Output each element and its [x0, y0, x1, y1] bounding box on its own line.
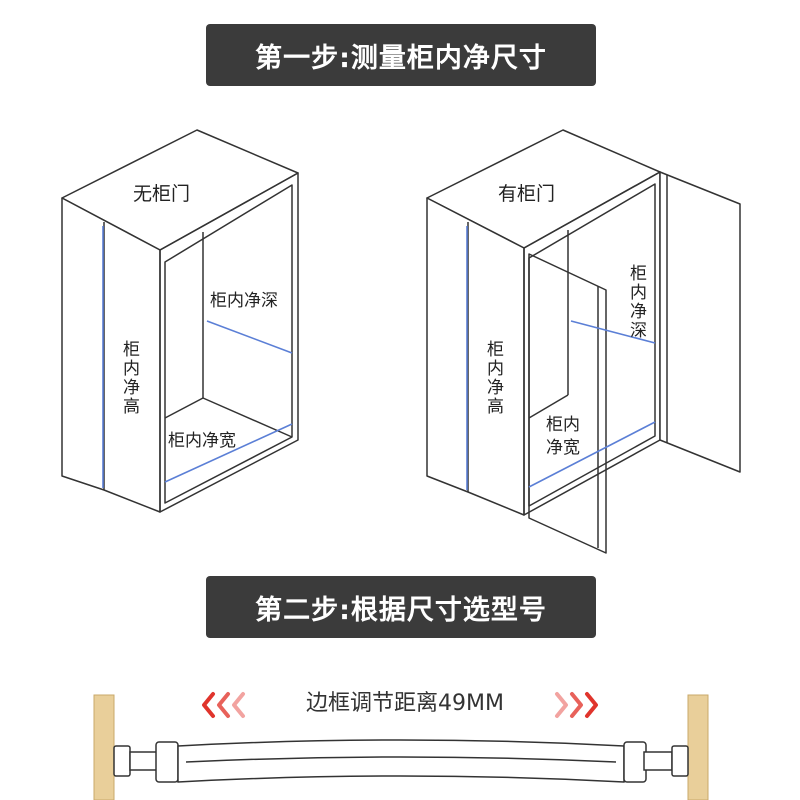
- width2-measure-line: [528, 421, 656, 488]
- left-wood-panel: [93, 694, 115, 800]
- rod-caption: 边框调节距离49MM: [306, 691, 504, 716]
- rod-inner-line: [185, 756, 617, 763]
- no-door-width-label: 柜内净宽: [168, 431, 236, 451]
- inner-floor-back: [164, 397, 204, 419]
- right-arrows: [555, 692, 598, 718]
- cabinet-left-side: [61, 197, 161, 513]
- with-door-width-label-1: 柜内: [546, 415, 580, 435]
- left-connector: [129, 751, 159, 771]
- depth2-measure-line: [570, 320, 656, 344]
- measure-lines-with-door: [466, 226, 656, 490]
- rod-assembly: [113, 739, 689, 783]
- with-door-depth-label: 柜内净深: [626, 264, 647, 340]
- left-collar: [155, 741, 179, 783]
- with-door-height-label: 柜内净高: [483, 340, 504, 416]
- no-door-depth-label: 柜内净深: [210, 291, 278, 311]
- left-end-cap: [113, 745, 131, 777]
- left-arrows: [202, 692, 245, 718]
- right-wood-panel: [687, 694, 709, 800]
- right-end-cap: [671, 745, 689, 777]
- cabinet-front-frame: [159, 172, 299, 513]
- no-door-title: 无柜门: [133, 183, 190, 205]
- cabinet2-left-side: [426, 197, 525, 516]
- glass-door-panel: [528, 253, 607, 554]
- width-measure-line: [164, 423, 293, 483]
- cabinet-no-door: [61, 129, 299, 513]
- right-collar: [623, 741, 647, 783]
- depth-measure-line: [206, 320, 293, 354]
- with-door-title: 有柜门: [498, 183, 555, 205]
- rod-body: [177, 739, 625, 783]
- no-door-height-label: 柜内净高: [119, 340, 140, 416]
- right-connector: [643, 751, 673, 771]
- step1-banner: 第一步:测量柜内净尺寸: [206, 24, 596, 86]
- cabinet2-inner-floor-back: [528, 394, 569, 419]
- step2-title: 第二步:根据尺寸选型号: [255, 594, 547, 626]
- step2-banner: 第二步:根据尺寸选型号: [206, 576, 596, 638]
- with-door-width-label-2: 净宽: [546, 438, 580, 458]
- open-door: [659, 171, 741, 473]
- cabinet-with-door: [426, 129, 741, 554]
- step1-title: 第一步:测量柜内净尺寸: [255, 42, 547, 74]
- measure-lines-no-door: [102, 226, 293, 488]
